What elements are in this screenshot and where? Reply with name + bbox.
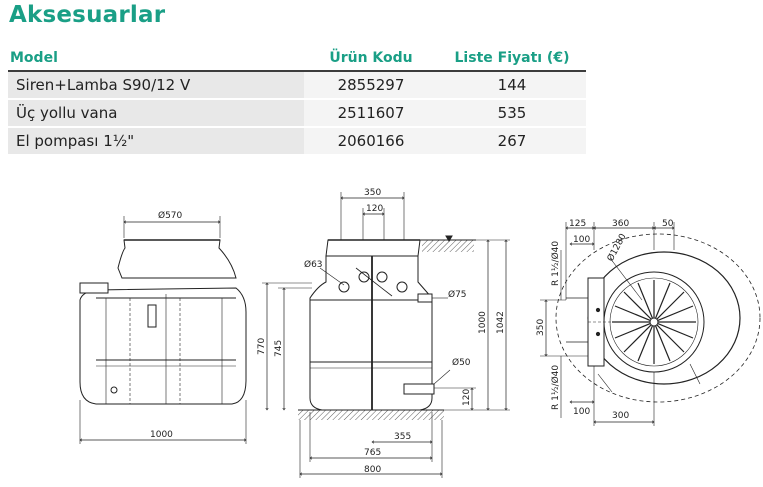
column-header-product-code: Ürün Kodu: [329, 50, 413, 66]
cell-product-code: 2511607: [304, 99, 436, 128]
label-diameter-1280: Ø1280: [605, 232, 629, 264]
label-side-350: 350: [536, 319, 546, 336]
table-row: Üç yollu vana 2511607 535: [8, 99, 586, 128]
tank-section-view: [262, 192, 510, 478]
page-title: Aksesuarlar: [9, 2, 166, 28]
label-width-120: 120: [366, 204, 383, 214]
label-bottom-100: 100: [573, 407, 590, 417]
table-row: El pompası 1½" 2060166 267: [8, 127, 586, 156]
label-top-50: 50: [662, 219, 674, 229]
column-header-model: Model: [10, 50, 58, 66]
label-height-770: 770: [257, 338, 267, 355]
label-width-765: 765: [364, 448, 381, 458]
column-header-list-price: Liste Fiyatı (€): [454, 50, 570, 66]
label-top-125: 125: [569, 219, 586, 229]
label-diameter-63: Ø63: [304, 259, 323, 270]
label-diameter-75: Ø75: [448, 289, 467, 300]
label-height-1042: 1042: [496, 311, 506, 334]
label-thread-top: R 1½/Ø40: [550, 241, 561, 286]
tank-side-view: [80, 216, 246, 444]
label-width-800: 800: [364, 465, 381, 475]
label-diameter-570: Ø570: [158, 210, 183, 221]
label-width-1000: 1000: [150, 430, 173, 440]
cell-list-price: 144: [436, 71, 586, 100]
cell-model: Üç yollu vana: [8, 99, 304, 128]
cell-list-price: 267: [436, 127, 586, 156]
cell-product-code: 2855297: [304, 71, 436, 100]
label-base-120: 120: [462, 389, 472, 406]
technical-drawing: Ø570 1000: [0, 188, 761, 478]
label-height-1000: 1000: [478, 311, 488, 334]
accessories-table: Model Ürün Kodu Liste Fiyatı (€) Siren+L…: [8, 46, 586, 156]
cell-model: Siren+Lamba S90/12 V: [8, 71, 304, 100]
cell-list-price: 535: [436, 99, 586, 128]
label-offset-355: 355: [394, 432, 411, 442]
table-header-row: Model Ürün Kodu Liste Fiyatı (€): [8, 46, 586, 71]
label-width-350: 350: [364, 188, 381, 198]
tank-top-view: [540, 222, 761, 426]
label-top-100: 100: [573, 235, 590, 245]
cell-product-code: 2060166: [304, 127, 436, 156]
label-height-745: 745: [274, 340, 284, 357]
label-thread-bottom: R 1½/Ø40: [550, 365, 561, 410]
label-top-360: 360: [612, 219, 629, 229]
table-row: Siren+Lamba S90/12 V 2855297 144: [8, 71, 586, 100]
label-diameter-50: Ø50: [452, 357, 471, 368]
cell-model: El pompası 1½": [8, 127, 304, 156]
label-bottom-300: 300: [612, 411, 629, 421]
